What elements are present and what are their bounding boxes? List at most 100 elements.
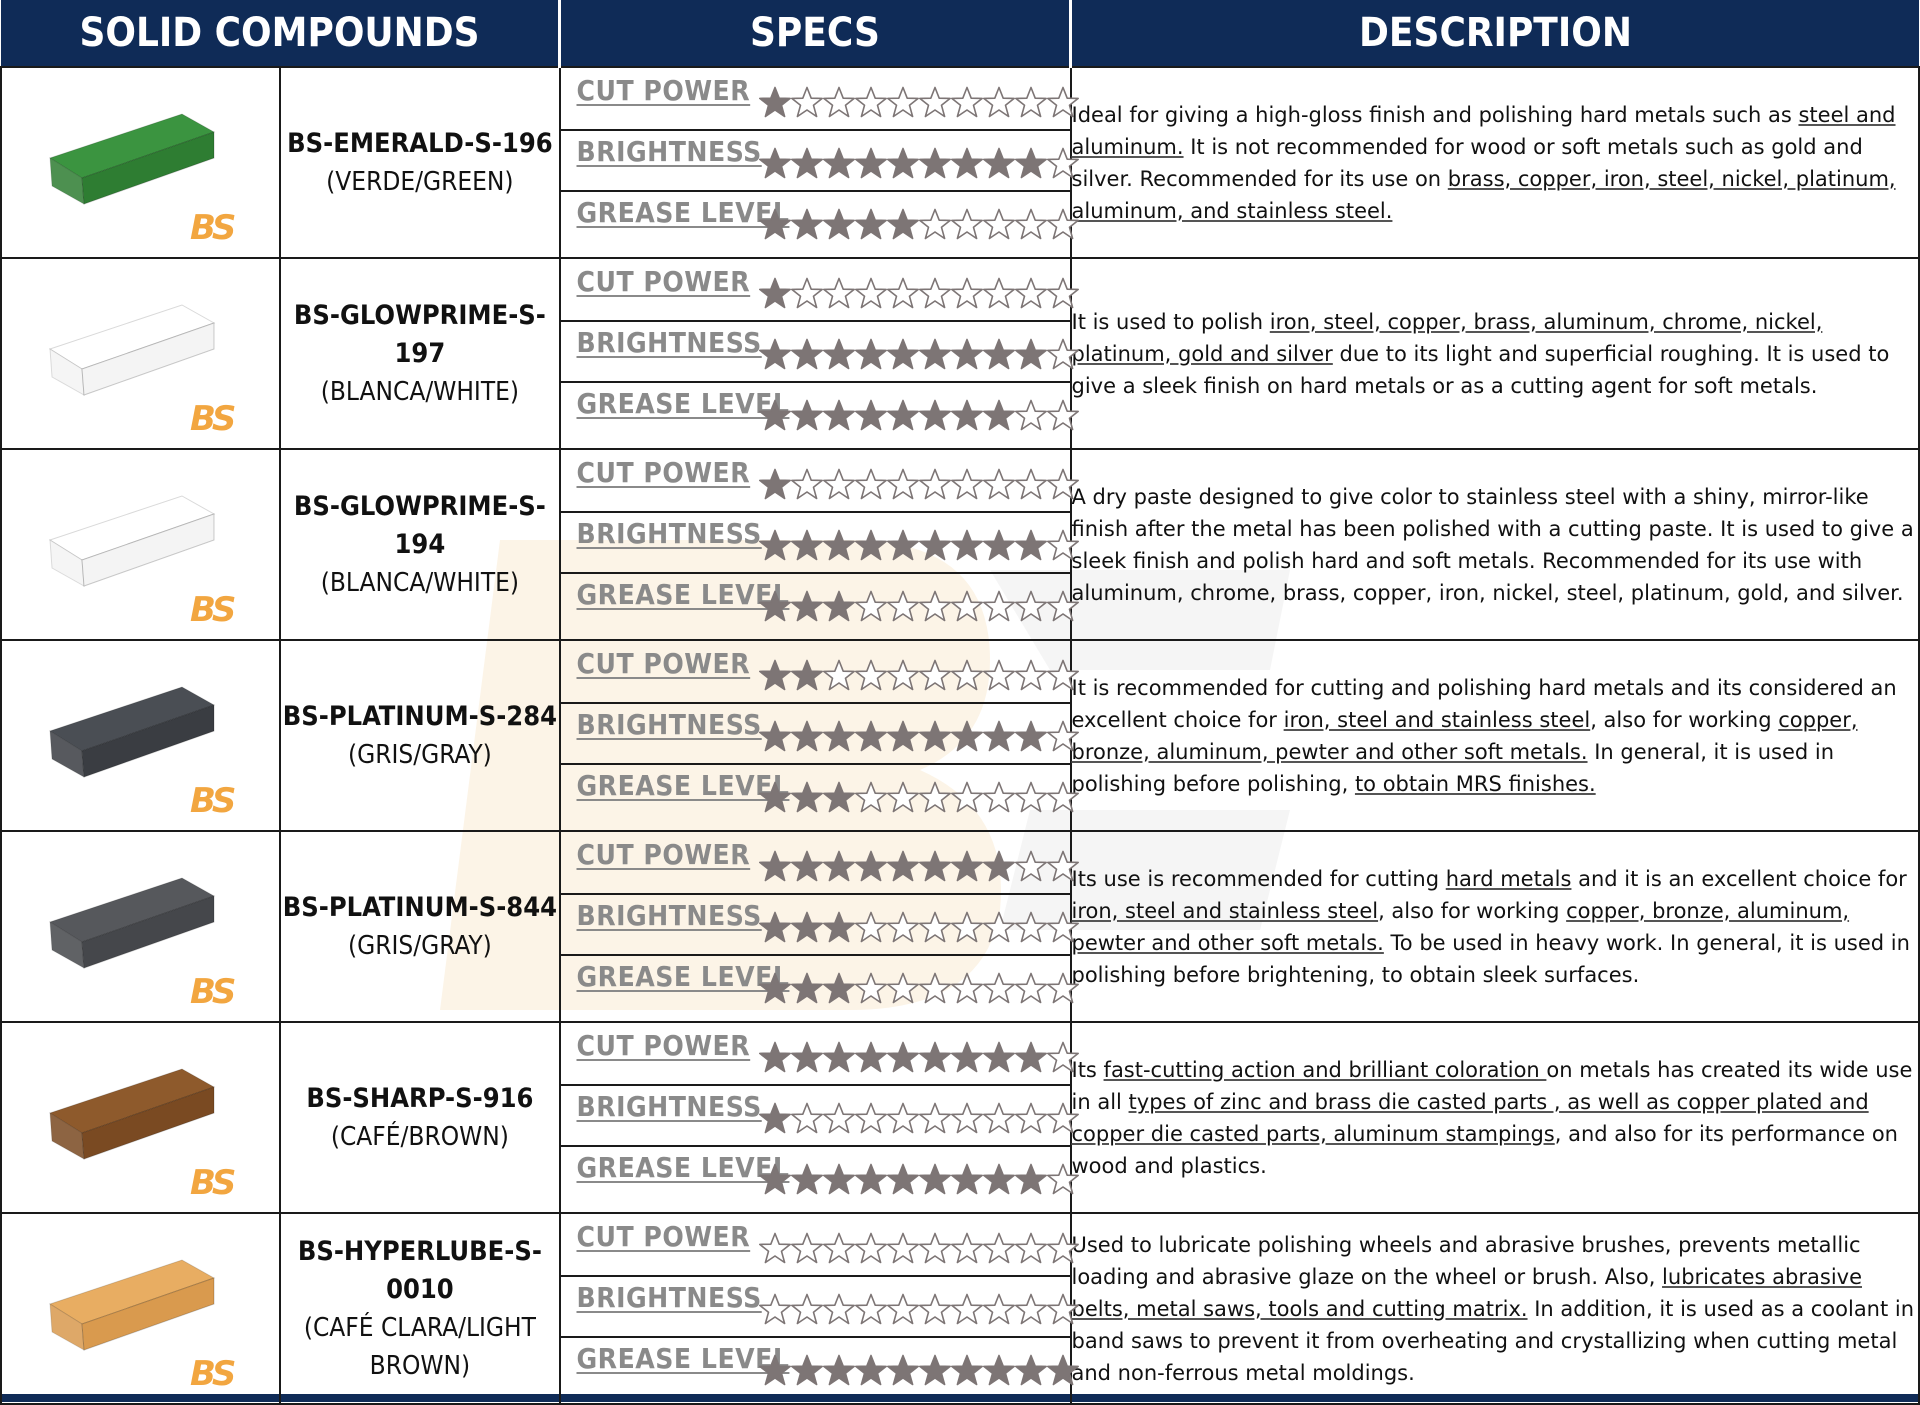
star-rating (758, 1230, 1079, 1266)
product-color-name: (VERDE/GREEN) (326, 166, 514, 197)
product-image-cell: BS (0, 639, 282, 832)
star-empty-icon (1046, 850, 1079, 882)
product-description: Ideal for giving a high-gloss finish and… (1072, 99, 1919, 227)
spec-row-brightness: BRIGHTNESS (560, 704, 1079, 765)
star-filled-icon (1014, 147, 1047, 179)
star-empty-icon (1014, 468, 1047, 500)
star-empty-icon (982, 781, 1015, 813)
star-empty-icon (1046, 781, 1079, 813)
star-empty-icon (1046, 86, 1079, 118)
star-empty-icon (982, 590, 1015, 622)
star-filled-icon (950, 720, 983, 752)
star-filled-icon (886, 399, 919, 431)
star-empty-icon (1014, 1293, 1047, 1325)
star-rating (758, 588, 1079, 624)
star-filled-icon (918, 147, 951, 179)
star-empty-icon (1046, 1102, 1079, 1134)
star-empty-icon (950, 911, 983, 943)
product-row: BS BS-EMERALD-S-196 (VERDE/GREEN)CUT POW… (0, 66, 1920, 259)
compound-bar-image (48, 304, 216, 396)
star-empty-icon (950, 86, 983, 118)
star-empty-icon (822, 1232, 855, 1264)
description-cell: Its use is recommended for cutting hard … (1069, 830, 1920, 1023)
star-empty-icon (950, 659, 983, 691)
description-segment: due to its light and superficial roughin… (1071, 341, 1890, 398)
star-empty-icon (822, 277, 855, 309)
star-empty-icon (1046, 1232, 1079, 1264)
star-empty-icon (1014, 1232, 1047, 1264)
spec-label: BRIGHTNESS (576, 899, 762, 932)
description-segment: iron, steel and stainless steel (1071, 898, 1379, 923)
star-filled-icon (822, 720, 855, 752)
product-code: BS-PLATINUM-S-844 (282, 891, 558, 923)
product-name-cell: BS-EMERALD-S-196 (VERDE/GREEN) (279, 66, 561, 259)
spec-row-brightness: BRIGHTNESS (560, 1277, 1079, 1338)
product-color-name: (BLANCA/WHITE) (320, 567, 520, 598)
description-segment: Ideal for giving a high-gloss finish and… (1071, 102, 1799, 127)
star-filled-icon (790, 1041, 823, 1073)
star-rating (758, 718, 1079, 754)
star-empty-icon (1014, 781, 1047, 813)
spec-label: BRIGHTNESS (576, 1281, 762, 1314)
star-rating (758, 336, 1079, 372)
star-empty-icon (854, 781, 887, 813)
star-rating (758, 1039, 1079, 1075)
description-segment: It is not recommended for wood or soft m… (1071, 134, 1863, 191)
star-filled-icon (758, 1354, 791, 1386)
star-filled-icon (758, 1102, 791, 1134)
star-filled-icon (854, 147, 887, 179)
star-rating (758, 466, 1079, 502)
bs-logo-icon: BS (190, 972, 236, 1012)
star-filled-icon (854, 399, 887, 431)
star-filled-icon (790, 972, 823, 1004)
star-filled-icon (918, 1163, 951, 1195)
spec-row-grease-level: GREASE LEVEL (561, 192, 1079, 255)
description-segment: copper, bronze, aluminum, pewter and oth… (1071, 707, 1858, 764)
star-filled-icon (854, 529, 887, 561)
star-empty-icon (822, 1293, 855, 1325)
description-segment: , and also for its performance on wood a… (1071, 1121, 1898, 1178)
star-filled-icon (886, 529, 919, 561)
star-filled-icon (822, 911, 855, 943)
star-empty-icon (1014, 972, 1047, 1004)
star-filled-icon (918, 338, 951, 370)
star-empty-icon (886, 1102, 919, 1134)
star-filled-icon (982, 529, 1015, 561)
star-empty-icon (1014, 277, 1047, 309)
spec-row-brightness: BRIGHTNESS (560, 1086, 1079, 1147)
product-name-cell: BS-PLATINUM-S-284 (GRIS/GRAY) (279, 639, 561, 832)
star-filled-icon (854, 1163, 887, 1195)
star-filled-icon (822, 147, 855, 179)
compound-bar-image (48, 1068, 216, 1160)
star-empty-icon (790, 1293, 823, 1325)
star-filled-icon (982, 338, 1015, 370)
compound-bar-image (48, 495, 216, 587)
star-filled-icon (886, 720, 919, 752)
description-segment: To be used in heavy work. In general, it… (1071, 930, 1910, 987)
star-empty-icon (790, 277, 823, 309)
spec-row-cut-power: CUT POWER (560, 1025, 1079, 1086)
star-filled-icon (790, 720, 823, 752)
star-rating (758, 275, 1079, 311)
bs-logo-icon: BS (190, 781, 236, 821)
spec-label: BRIGHTNESS (576, 1090, 762, 1123)
star-empty-icon (982, 468, 1015, 500)
star-empty-icon (854, 1102, 887, 1134)
star-filled-icon (950, 1163, 983, 1195)
product-row: BS BS-PLATINUM-S-284 (GRIS/GRAY)CUT POWE… (0, 639, 1920, 832)
star-filled-icon (822, 972, 855, 1004)
star-empty-icon (982, 972, 1015, 1004)
star-empty-icon (1046, 1293, 1079, 1325)
spec-row-grease-level: GREASE LEVEL (561, 1147, 1079, 1210)
star-filled-icon (918, 1354, 951, 1386)
product-row: BS BS-GLOWPRIME-S-194 (BLANCA/WHITE)CUT … (0, 448, 1920, 641)
description-cell: Its fast-cutting action and brilliant co… (1069, 1021, 1920, 1214)
star-filled-icon (758, 972, 791, 1004)
star-filled-icon (1014, 1163, 1047, 1195)
product-description: A dry paste designed to give color to st… (1072, 481, 1919, 609)
spec-label: BRIGHTNESS (576, 708, 762, 741)
specs-cell: CUT POWER BRIGHTNESS GREASE LEVEL (558, 1021, 1079, 1214)
